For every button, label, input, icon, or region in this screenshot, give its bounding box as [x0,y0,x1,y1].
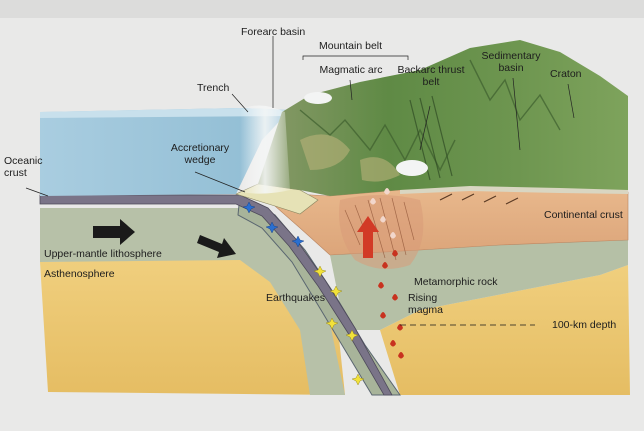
label-rising-magma: Rising magma [408,292,444,316]
asthenosphere-front-face [40,258,345,395]
earthquake-star [325,317,339,330]
upper-mantle-lithosphere-band [40,208,345,395]
page-top-strip [0,0,644,18]
earthquake-star [265,221,279,234]
ocean-surface [40,108,292,118]
plate-motion-arrow [197,235,236,258]
label-sedimentary-basin: Sedimentary basin [481,50,541,74]
label-forearc-basin: Forearc basin [241,26,306,38]
magma-droplets [378,250,404,359]
earthquake-star [291,235,305,248]
metamorphic-zone [339,195,424,269]
earthquake-star [345,329,359,342]
label-upper-mantle-lithosphere: Upper-mantle lithosphere [44,248,162,260]
thrust-arrows [439,193,519,205]
label-100km-depth: 100-km depth [552,319,617,331]
label-earthquakes: Earthquakes [266,292,325,304]
label-magmatic-arc: Magmatic arc [319,64,383,76]
label-oceanic-crust: Oceanic crust [4,155,43,179]
label-accretionary-wedge: Accretionary wedge [170,142,230,166]
ocean-water-top [40,108,290,196]
cloud [396,160,428,176]
earthquake-star [242,201,256,214]
label-continental-crust: Continental crust [544,209,623,221]
plate-motion-arrow [93,219,135,245]
label-trench: Trench [197,82,230,94]
terrain-tan-patches [300,134,400,182]
label-metamorphic-rock: Metamorphic rock [414,276,498,288]
label-backarc-thrust-belt: Backarc thrust belt [397,64,465,88]
label-asthenosphere: Asthenosphere [44,268,115,280]
forearc-mist [240,105,290,194]
mountain-ridges [299,59,561,172]
label-mountain-belt: Mountain belt [319,40,383,52]
sediment-strip [400,186,628,194]
earthquake-star [351,373,365,386]
rising-magma-arrow [357,216,379,258]
earthquake-star [313,265,327,278]
cloud [304,92,332,104]
asthenosphere-right-face [380,265,630,395]
label-craton: Craton [550,68,582,80]
pale-droplets [370,188,396,239]
earthquake-markers [242,201,365,386]
earthquake-star [329,285,343,298]
leader-lines [25,36,575,197]
land-surface [258,40,628,196]
